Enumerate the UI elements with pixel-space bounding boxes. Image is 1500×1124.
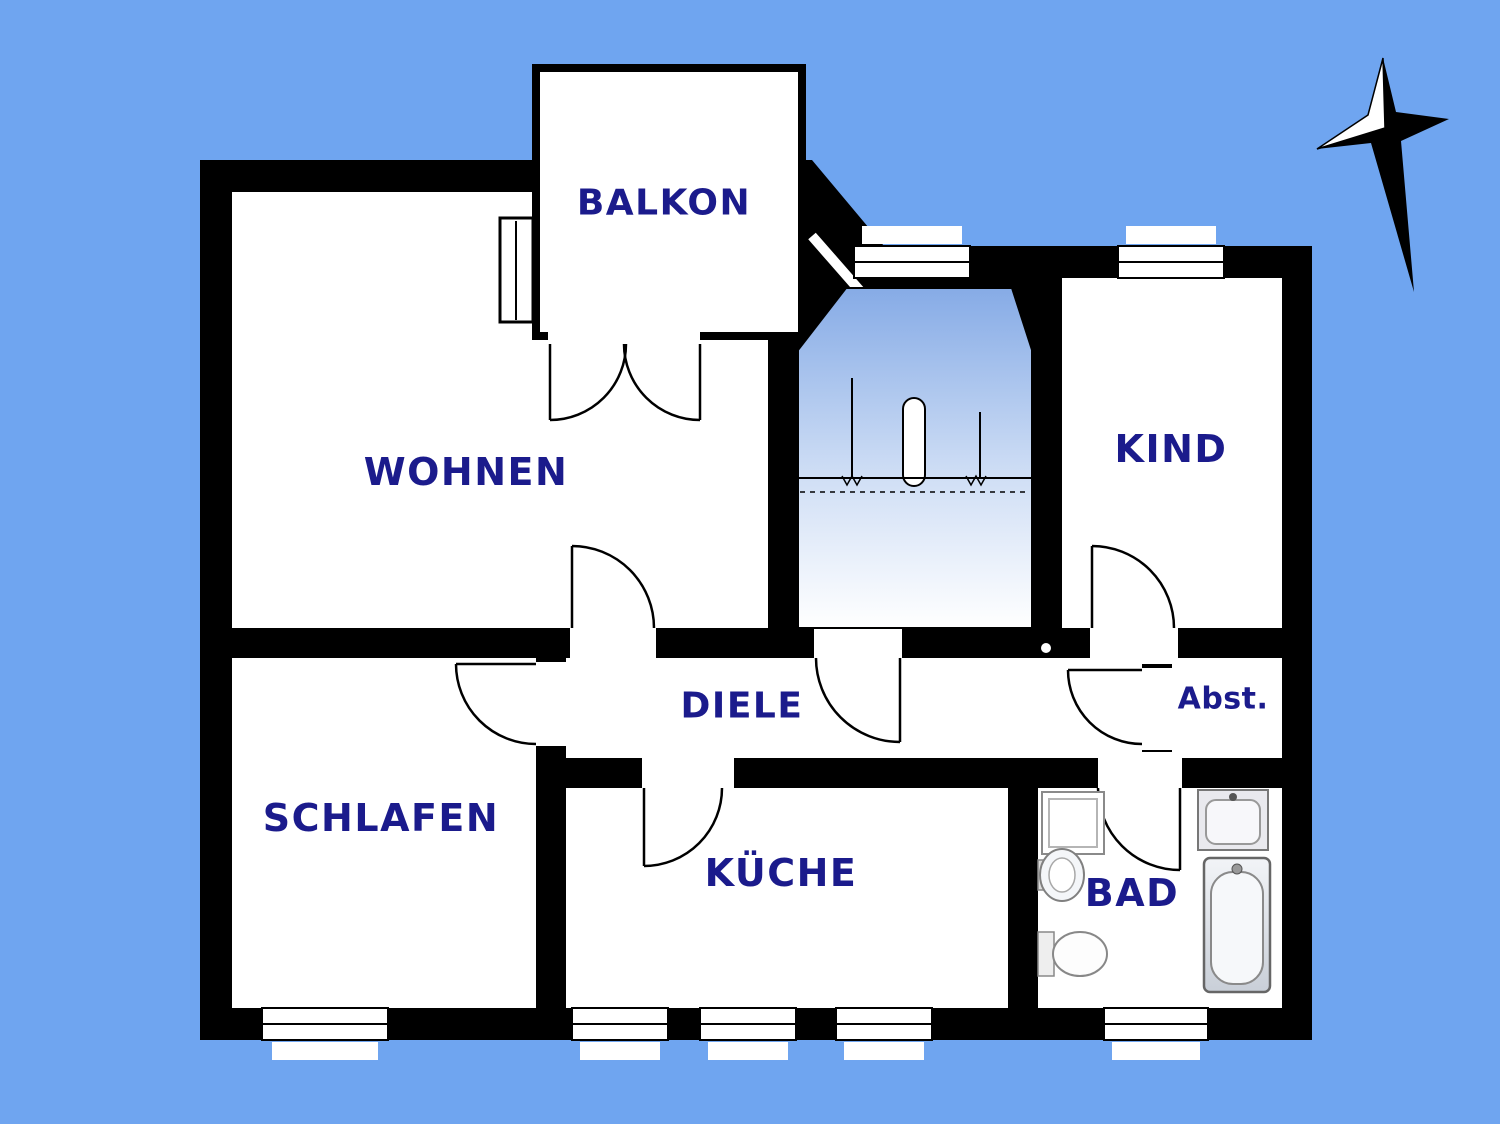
washbasin-icon	[1197, 789, 1269, 851]
windows	[261, 226, 1225, 1060]
wall-detail-dot	[1041, 643, 1051, 653]
room-label-kueche: KÜCHE	[704, 851, 858, 895]
sink-icon	[1037, 848, 1085, 902]
room-floor-kind	[1062, 278, 1282, 628]
room-floor-diele	[566, 658, 1142, 758]
door-abst	[1066, 668, 1143, 746]
room-label-kind: KIND	[1114, 427, 1228, 471]
stairwell	[797, 287, 1033, 629]
door-openings	[528, 622, 1182, 794]
shower-icon	[1041, 791, 1105, 855]
room-label-wohnen: WOHNEN	[363, 450, 569, 494]
room-label-abst: Abst.	[1177, 681, 1269, 717]
window-kind	[1117, 226, 1225, 279]
door-schlafen-diele	[454, 662, 537, 746]
bathtub-icon	[1202, 856, 1272, 994]
stair-newel	[902, 397, 926, 487]
window-kueche-2	[699, 1007, 797, 1060]
window-stairwell	[853, 226, 971, 279]
room-floor-kueche	[566, 788, 1008, 1008]
room-label-schlafen: SCHLAFEN	[262, 796, 500, 840]
toilet-icon	[1037, 931, 1108, 977]
room-floor-schlafen	[232, 658, 536, 1008]
window-schlafen	[261, 1007, 389, 1060]
window-kueche-1	[571, 1007, 669, 1060]
room-floor-abst	[1172, 658, 1282, 758]
compass-north-icon	[1316, 57, 1449, 292]
window-bad	[1103, 1007, 1209, 1060]
room-label-diele: DIELE	[680, 685, 804, 727]
bathroom-fixtures	[1037, 789, 1272, 994]
door-wohnen-diele	[570, 544, 656, 629]
door-kind-diele	[1090, 544, 1176, 629]
window-kueche-3	[835, 1007, 933, 1060]
door-entrance	[814, 657, 902, 744]
room-label-bad: BAD	[1084, 871, 1180, 915]
balcony-door	[548, 343, 702, 422]
door-diele-kueche	[642, 787, 724, 868]
room-label-balkon: BALKON	[576, 182, 752, 224]
